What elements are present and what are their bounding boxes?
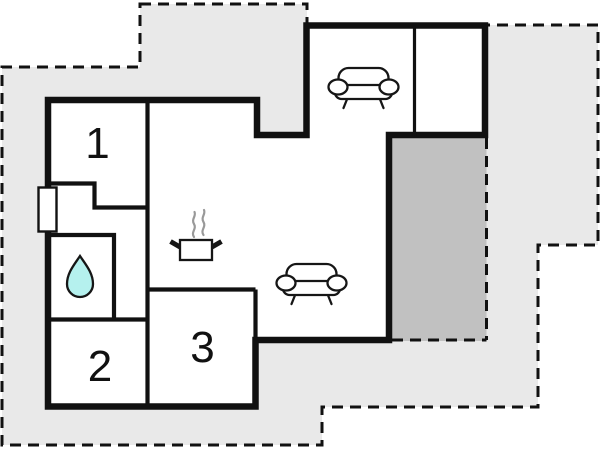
pot-handles <box>169 239 223 250</box>
wall-bathroom <box>48 232 148 322</box>
pot-body <box>178 238 214 262</box>
terrace-area <box>392 138 487 341</box>
wall-room1-hall <box>48 181 148 210</box>
stove-pot-icon <box>169 208 223 262</box>
room-3-label: 3 <box>190 323 214 372</box>
steam-icon <box>191 208 206 239</box>
wall-room3 <box>147 287 258 340</box>
terrace-boundary-dashed <box>392 138 488 342</box>
door-marker <box>37 186 58 233</box>
building-outline <box>44 22 489 410</box>
room-1-label: 1 <box>85 119 109 168</box>
water-drop-icon <box>65 253 95 299</box>
room-2-label: 2 <box>88 342 112 391</box>
